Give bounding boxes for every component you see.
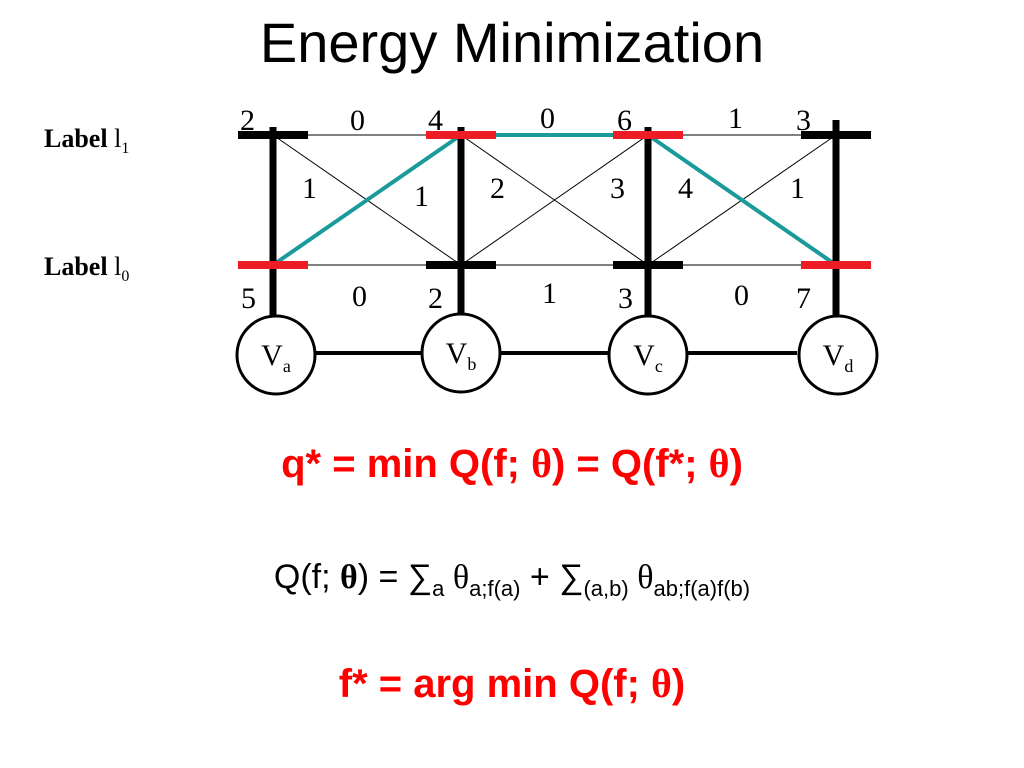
mrf-diagram: 2 4 6 3 5 2 3 7 0 1 1 0 0 2 3 1 1 4 1 0 …	[235, 102, 879, 396]
svg-text:Vb: Vb	[446, 337, 477, 374]
equation-fstar-lhs: f* = arg min Q(f;	[338, 662, 652, 706]
node-va: Va	[235, 314, 317, 396]
equation-energy-sub1: a	[432, 575, 445, 601]
label-l0-var: l	[114, 252, 122, 281]
node-vd: Vd	[797, 314, 879, 396]
equation-fstar: f* = arg min Q(f; θ)	[0, 660, 1024, 707]
equation-energy-sub2: a;f(a)	[469, 575, 521, 601]
node-vb-name: V	[446, 337, 468, 370]
svg-text:Va: Va	[261, 339, 291, 376]
label-l0-sub: 0	[121, 268, 130, 286]
svg-text:Vd: Vd	[823, 339, 854, 376]
equation-qstar-mid: ) = Q(f*;	[552, 442, 709, 486]
pairwise-ab-l0l0: 0	[352, 280, 367, 313]
theta-symbol: θ	[651, 661, 672, 706]
unary-vc-l1: 6	[617, 104, 632, 137]
pairwise-ab-l1l0: 1	[302, 172, 317, 205]
label-l1-var: l	[114, 124, 122, 153]
node-vc-name: V	[633, 339, 655, 372]
label-l0: Label l0	[44, 252, 129, 286]
equation-energy-sub4: ab;f(a)f(b)	[653, 575, 751, 601]
label-l0-word: Label	[44, 252, 108, 281]
node-vb-sub: b	[467, 354, 476, 374]
pairwise-ab-l1l1: 0	[350, 104, 365, 137]
unary-va-l0: 5	[241, 282, 256, 315]
label-l1-sub: 1	[121, 140, 130, 158]
theta-symbol: θ	[628, 559, 654, 596]
equation-energy-sub3: (a,b)	[583, 575, 629, 601]
theta-symbol: θ	[531, 441, 552, 486]
equation-fstar-end: )	[671, 662, 686, 706]
pairwise-bc-l1l1: 0	[540, 102, 555, 135]
node-vd-sub: d	[844, 356, 853, 376]
pairwise-cd-l1l1: 1	[728, 102, 743, 135]
equation-qstar: q* = min Q(f; θ) = Q(f*; θ)	[0, 440, 1024, 487]
unary-vb-l0: 2	[428, 282, 443, 315]
theta-symbol: θ	[708, 441, 730, 486]
equation-energy-plus: + ∑	[520, 558, 584, 596]
pairwise-ab-l0l1: 1	[414, 180, 429, 213]
unary-vd-l0: 7	[796, 282, 811, 315]
equation-qstar-end: )	[729, 442, 743, 486]
theta-symbol: θ	[444, 559, 470, 596]
unary-vb-l1: 4	[428, 104, 443, 137]
pairwise-cd-l0l0: 0	[734, 279, 749, 312]
equation-energy: Q(f; θ) = ∑a θa;f(a) + ∑(a,b) θab;f(a)f(…	[0, 558, 1024, 602]
pairwise-bc-l0l1: 3	[610, 172, 625, 205]
equation-energy-eq: ) = ∑	[357, 558, 433, 596]
optimal-path-cd	[646, 133, 838, 267]
pairwise-cd-l0l1: 1	[790, 172, 805, 205]
pairwise-bc-l0l0: 1	[542, 277, 557, 310]
pairwise-cd-l1l0: 4	[678, 172, 693, 205]
node-vc-sub: c	[655, 356, 663, 376]
optimal-path-ab	[271, 133, 463, 267]
pairwise-bc-l1l0: 2	[490, 172, 505, 205]
node-va-sub: a	[283, 356, 291, 376]
svg-text:Vc: Vc	[633, 339, 663, 376]
equation-qstar-lhs: q* = min Q(f;	[281, 442, 532, 486]
node-vc: Vc	[607, 314, 689, 396]
node-vb: Vb	[420, 312, 502, 394]
theta-symbol: θ	[340, 559, 358, 596]
node-va-name: V	[261, 339, 283, 372]
unary-vd-l1: 3	[796, 104, 811, 137]
unary-va-l1: 2	[240, 104, 255, 137]
equation-energy-lhs: Q(f;	[273, 558, 340, 596]
node-vd-name: V	[823, 339, 845, 372]
slide-title: Energy Minimization	[259, 11, 765, 74]
label-l1: Label l1	[44, 124, 129, 158]
unary-vc-l0: 3	[618, 282, 633, 315]
pair-diag-bc-2	[460, 134, 649, 266]
label-l1-word: Label	[44, 124, 108, 153]
